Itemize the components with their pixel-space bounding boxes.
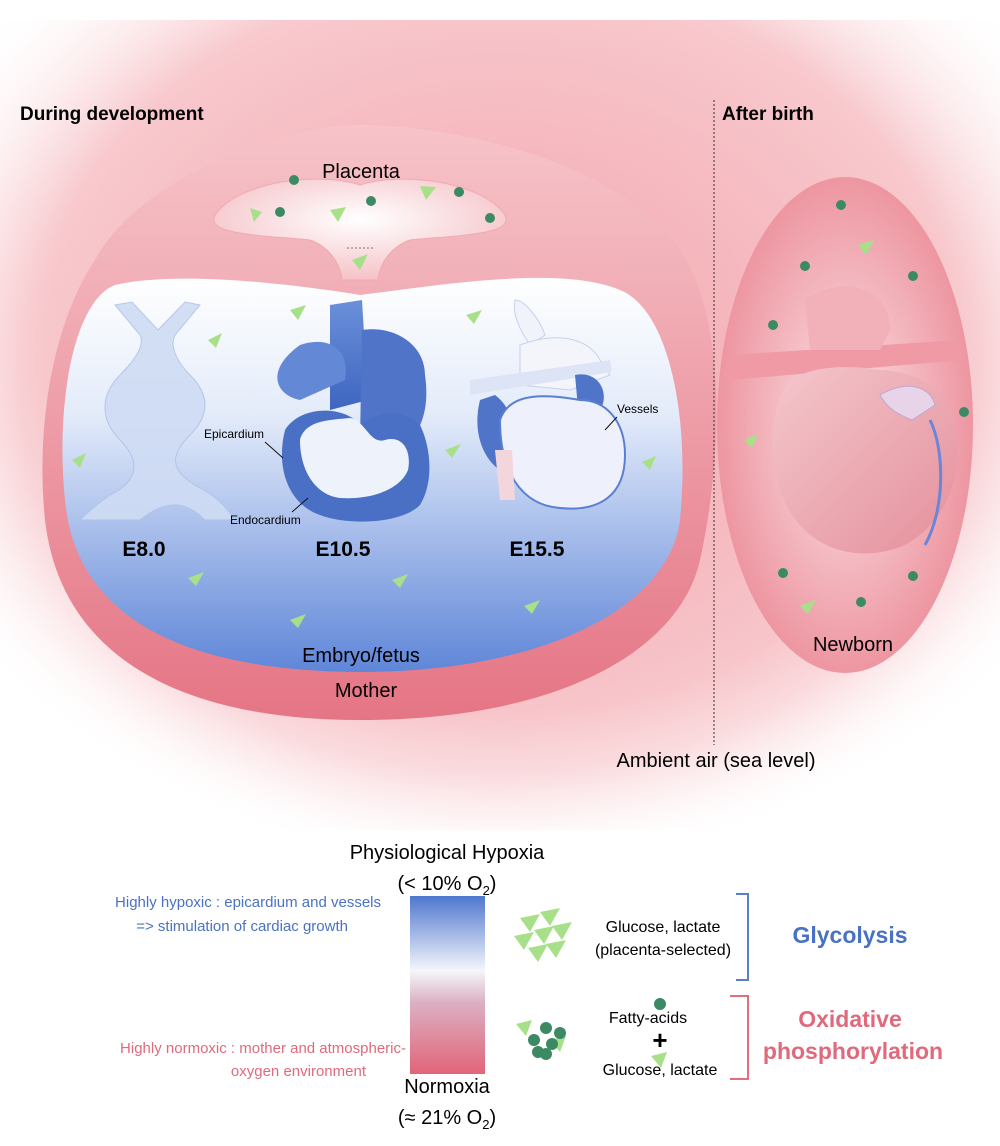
oxygen-gradient-bar xyxy=(410,896,485,1074)
label-vessels: Vessels xyxy=(617,402,658,416)
legend-normoxia-value: (≈ 21% O2) xyxy=(398,1107,496,1132)
glycolysis-bracket xyxy=(736,893,749,981)
label-endocardium: Endocardium xyxy=(230,513,301,527)
heart-e15 xyxy=(470,299,627,510)
hypoxic-note-line2: => stimulation of cardiac growth xyxy=(136,918,348,935)
stage-e10: E10.5 xyxy=(316,538,371,561)
stage-e8: E8.0 xyxy=(122,538,165,561)
plus-sign: + xyxy=(652,1025,667,1055)
heart-newborn xyxy=(730,286,962,554)
heart-e10 xyxy=(277,300,430,522)
oxphos-bracket xyxy=(730,995,749,1080)
label-mother: Mother xyxy=(335,680,398,702)
header-after-birth: After birth xyxy=(722,104,814,125)
vessels-pointer xyxy=(604,416,618,431)
glycolysis-label: Glycolysis xyxy=(792,922,907,948)
epicardium-pointer xyxy=(264,441,284,459)
glucose-lactate-label: Glucose, lactate xyxy=(603,1062,718,1079)
glucose-lactate-line2: (placenta-selected) xyxy=(595,942,731,959)
oxphos-label-line1: Oxidative xyxy=(798,1006,902,1032)
glucose-markers-upper xyxy=(72,186,874,628)
label-embryo: Embryo/fetus xyxy=(302,645,420,667)
fatty-acid-icon xyxy=(654,998,666,1010)
hypoxic-note-line1: Highly hypoxic : epicardium and vessels xyxy=(115,894,381,911)
glucose-icon xyxy=(651,1052,667,1068)
normoxic-note-line1: Highly normoxic : mother and atmospheric… xyxy=(120,1040,406,1057)
label-placenta: Placenta xyxy=(322,161,401,183)
endocardium-pointer xyxy=(291,497,309,513)
oxphos-label-line2: phosphorylation xyxy=(763,1038,943,1064)
normoxic-note-line2: oxygen environment xyxy=(231,1063,367,1080)
glucose-triangle-icon-cluster xyxy=(514,908,572,962)
header-during-development: During development xyxy=(20,104,204,125)
fatty-acid-markers-upper xyxy=(275,175,969,607)
fatty-acid-dot-icon-cluster xyxy=(516,1020,566,1060)
label-epicardium: Epicardium xyxy=(204,427,264,441)
heart-e8 xyxy=(78,301,236,521)
label-ambient-air: Ambient air (sea level) xyxy=(617,750,816,772)
fatty-acids-label: Fatty-acids xyxy=(609,1010,687,1027)
legend-normoxia-title: Normoxia xyxy=(404,1076,490,1098)
label-newborn: Newborn xyxy=(813,634,893,656)
legend-hypoxia-title: Physiological Hypoxia xyxy=(350,842,545,864)
glucose-lactate-line1: Glucose, lactate xyxy=(606,919,721,936)
stage-e15: E15.5 xyxy=(510,538,565,561)
legend-hypoxia-value: (< 10% O2) xyxy=(398,873,497,898)
placenta-shape xyxy=(213,178,507,281)
